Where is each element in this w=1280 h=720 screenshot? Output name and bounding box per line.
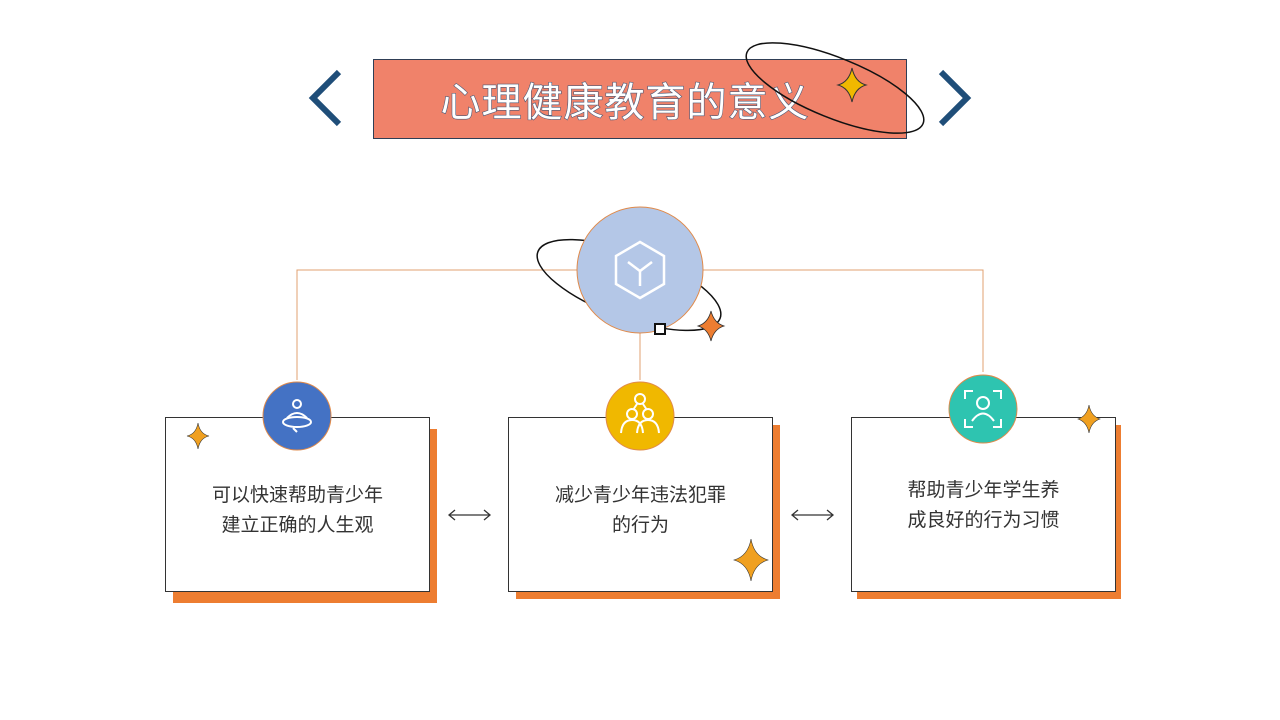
title-banner: 心理健康教育的意义 <box>373 59 907 139</box>
next-chevron-icon[interactable] <box>935 68 975 128</box>
card-text-line1: 帮助青少年学生养 <box>907 478 1060 501</box>
card-text-line2: 建立正确的人生观 <box>221 513 374 536</box>
card-meaning-1: 可以快速帮助青少年 建立正确的人生观 <box>165 417 430 592</box>
card-text-line1: 可以快速帮助青少年 <box>211 483 383 506</box>
page-title: 心理健康教育的意义 <box>440 79 810 126</box>
card-text-line2: 成良好的行为习惯 <box>907 508 1060 531</box>
card-meaning-2: 减少青少年违法犯罪 的行为 <box>508 417 773 592</box>
card-meaning-3: 帮助青少年学生养 成良好的行为习惯 <box>851 417 1116 592</box>
card-text-line1: 减少青少年违法犯罪 <box>554 483 726 506</box>
card-text-line2: 的行为 <box>611 513 669 536</box>
prev-chevron-icon[interactable] <box>305 68 345 128</box>
